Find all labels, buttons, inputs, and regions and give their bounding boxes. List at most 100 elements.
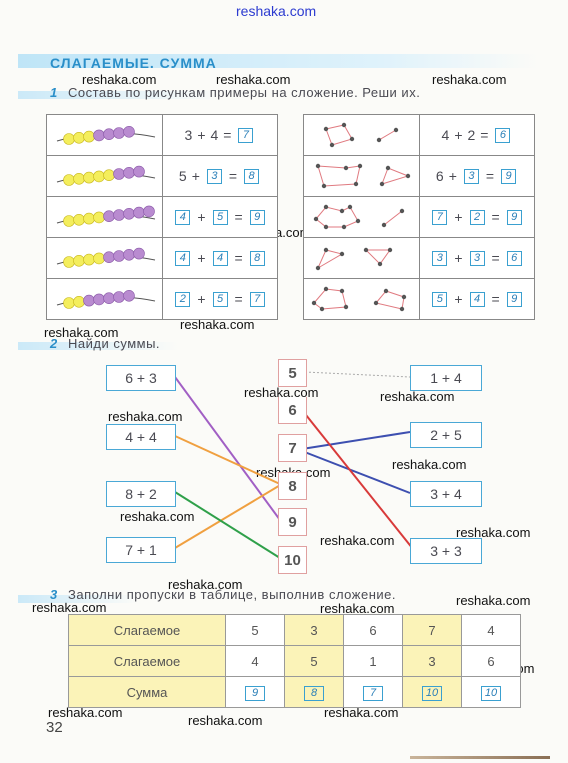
table-row: Слагаемое 4 5 1 3 6 (68, 645, 521, 677)
row-label: Слагаемое (68, 614, 226, 646)
task-text: Заполни пропуски в таблице, выполнив сло… (68, 587, 396, 602)
table-row: 5+3=8 (47, 155, 277, 196)
answer-box[interactable]: 7 (249, 291, 265, 307)
table-row: 3+3=6 (304, 237, 534, 278)
line-orange-2 (174, 483, 283, 549)
equation: 4+2=6 (420, 115, 534, 155)
right-expression-box: 3 + 3 (410, 538, 482, 564)
equation: 5+4=9 (420, 279, 534, 319)
answer-box[interactable]: 10 (422, 685, 442, 701)
task-bar (18, 342, 178, 350)
answer-box[interactable]: 5 (212, 291, 228, 307)
answer-box[interactable]: 4 (212, 250, 228, 266)
answer-box[interactable]: 7 (432, 209, 448, 225)
line-blue-2 (301, 450, 411, 494)
number-box: 7 (278, 434, 307, 462)
table-cell: 6 (343, 614, 403, 646)
watermark: reshaka.com (44, 325, 119, 340)
table-cell: 5 (284, 645, 344, 677)
beads-picture (47, 115, 163, 155)
table-cell: 5 (225, 614, 285, 646)
addend: 6 (435, 168, 444, 184)
answer-box[interactable]: 5 (212, 209, 228, 225)
line-purple (174, 376, 281, 521)
equation: 3+3=6 (420, 238, 534, 278)
answer-box[interactable]: 2 (175, 291, 191, 307)
answer-box[interactable]: 4 (175, 250, 191, 266)
answer-box[interactable]: 9 (501, 168, 517, 184)
watermark: reshaka.com (432, 72, 507, 87)
table-cell: 4 (461, 614, 521, 646)
answer-box[interactable]: 8 (249, 250, 265, 266)
table-row: 5+4=9 (304, 278, 534, 319)
answer-box[interactable]: 3 (463, 168, 479, 184)
answer-box[interactable]: 6 (495, 127, 511, 143)
watermark: reshaka.com (456, 525, 531, 540)
equation: 4+4=8 (163, 238, 277, 278)
answer-box[interactable]: 3 (432, 250, 448, 266)
equation: 3+4=7 (163, 115, 277, 155)
equation: 2+5=7 (163, 279, 277, 319)
left-expression-box: 7 + 1 (106, 537, 176, 563)
answer-box[interactable]: 3 (206, 168, 222, 184)
dotted-line (304, 371, 411, 378)
answer-box[interactable]: 7 (238, 127, 254, 143)
table-cell: 4 (225, 645, 285, 677)
task-text: Найди суммы. (68, 336, 161, 351)
table-row: 3+4=7 (47, 115, 277, 155)
answer-box[interactable]: 9 (506, 291, 522, 307)
watermark: reshaka.com (188, 713, 263, 728)
watermark: reshaka.com (456, 593, 531, 608)
answer-box[interactable]: 9 (245, 685, 265, 701)
table-cell: 8 (284, 676, 344, 708)
addend: 4 (441, 127, 450, 143)
watermark-top[interactable]: reshaka.com (236, 3, 317, 19)
polygon-picture (304, 115, 420, 155)
answer-box[interactable]: 6 (506, 250, 522, 266)
row-label: Слагаемое (68, 645, 226, 677)
equation: 6+3=9 (420, 156, 534, 196)
right-expression-box: 1 + 4 (410, 365, 482, 391)
watermark: reshaka.com (180, 317, 255, 332)
answer-box[interactable]: 9 (249, 209, 265, 225)
answer-box[interactable]: 2 (469, 209, 485, 225)
task3-table: Слагаемое 5 3 6 7 4 Слагаемое 4 5 1 3 6 … (68, 614, 521, 708)
number-box: 6 (278, 397, 307, 424)
left-expression-box: 6 + 3 (106, 365, 176, 391)
equation: 5+3=8 (163, 156, 277, 196)
watermark: reshaka.com (320, 533, 395, 548)
answer-box[interactable]: 4 (469, 291, 485, 307)
answer-box[interactable]: 9 (506, 209, 522, 225)
answer-box[interactable]: 10 (481, 685, 501, 701)
watermark: reshaka.com (392, 457, 467, 472)
answer-box[interactable]: 3 (469, 250, 485, 266)
number-box: 9 (278, 508, 307, 536)
watermark: reshaka.com (168, 577, 243, 592)
addend: 4 (210, 127, 219, 143)
line-blue-1 (301, 431, 411, 450)
number-box: 5 (278, 359, 307, 387)
answer-box[interactable]: 5 (432, 291, 448, 307)
section-title: СЛАГАЕМЫЕ. СУММА (50, 55, 217, 71)
equation: 7+2=9 (420, 197, 534, 237)
answer-box[interactable]: 7 (363, 685, 383, 701)
right-expression-box: 3 + 4 (410, 481, 482, 507)
answer-box[interactable]: 8 (244, 168, 260, 184)
answer-box[interactable]: 8 (304, 685, 324, 701)
section-header-bar (18, 54, 538, 68)
task-number: 3 (50, 587, 58, 602)
table-cell: 9 (225, 676, 285, 708)
answer-box[interactable]: 4 (175, 209, 191, 225)
watermark: reshaka.com (32, 600, 107, 615)
line-orange-1 (174, 435, 281, 485)
bottom-rule (410, 756, 550, 759)
beads-picture (47, 197, 163, 237)
table-row: 7+2=9 (304, 196, 534, 237)
table-row: 4+5=9 (47, 196, 277, 237)
table-cell: 6 (461, 645, 521, 677)
table-row: 4+4=8 (47, 237, 277, 278)
task-text: Составь по рисункам примеры на сложение.… (68, 85, 421, 100)
right-expression-box: 2 + 5 (410, 422, 482, 448)
watermark: reshaka.com (244, 385, 319, 400)
